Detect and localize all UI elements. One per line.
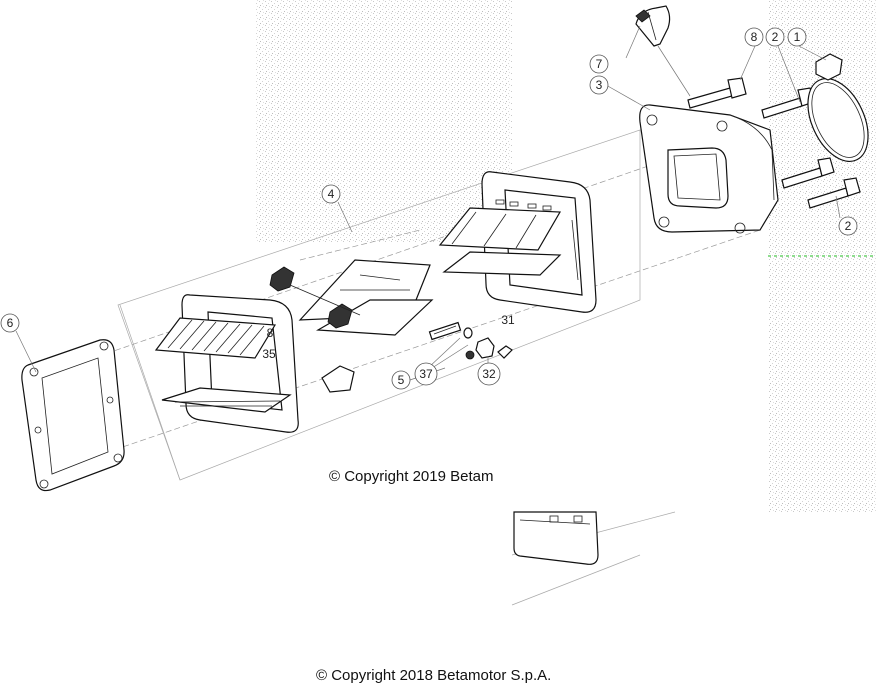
callout-4: 4 <box>321 184 341 204</box>
callout-31: 31 <box>501 313 515 327</box>
svg-text:8: 8 <box>751 30 758 44</box>
svg-text:35: 35 <box>262 347 276 361</box>
callout-5: 5 <box>391 370 411 390</box>
copyright-overlay-text: © Copyright 2019 Betam <box>329 468 494 485</box>
speckle-panel-top <box>256 0 512 243</box>
callout-8-top: 8 <box>744 27 764 47</box>
callout-2-bottom: 2 <box>838 216 858 236</box>
callout-37: 37 <box>414 362 438 386</box>
small-hardware <box>428 321 513 360</box>
gasket-part-6 <box>21 339 125 492</box>
reed-plate-assembly <box>269 259 434 393</box>
svg-text:32: 32 <box>482 367 496 381</box>
callout-1: 1 <box>787 27 807 47</box>
callout-32: 32 <box>477 362 501 386</box>
leader-lines <box>15 25 841 381</box>
svg-text:37: 37 <box>419 367 433 381</box>
svg-text:2: 2 <box>772 30 779 44</box>
callout-2-top: 2 <box>765 27 785 47</box>
svg-text:8: 8 <box>267 326 274 340</box>
svg-text:7: 7 <box>596 57 603 71</box>
intake-manifold-part-3 <box>639 104 779 234</box>
callout-7: 7 <box>589 54 609 74</box>
svg-text:6: 6 <box>7 316 14 330</box>
bolt-part-8 <box>687 77 861 209</box>
callout-3: 3 <box>589 75 609 95</box>
svg-text:3: 3 <box>596 78 603 92</box>
svg-text:31: 31 <box>501 313 515 327</box>
reed-petals <box>167 319 265 356</box>
callout-6: 6 <box>0 313 20 333</box>
svg-text:2: 2 <box>845 219 852 233</box>
overlay-fragment <box>513 511 599 565</box>
hose-clamp-part-1 <box>807 53 869 162</box>
callout-35: 35 <box>262 347 276 361</box>
reed-block-part-5 <box>154 294 299 433</box>
callout-8-left: 8 <box>267 326 274 340</box>
strap-part-7 <box>635 5 671 47</box>
reed-valve-body-part-4 <box>438 171 597 313</box>
svg-text:5: 5 <box>398 373 405 387</box>
copyright-footer: © Copyright 2018 Betamotor S.p.A. <box>316 667 552 684</box>
svg-text:4: 4 <box>328 187 335 201</box>
svg-text:1: 1 <box>794 30 801 44</box>
